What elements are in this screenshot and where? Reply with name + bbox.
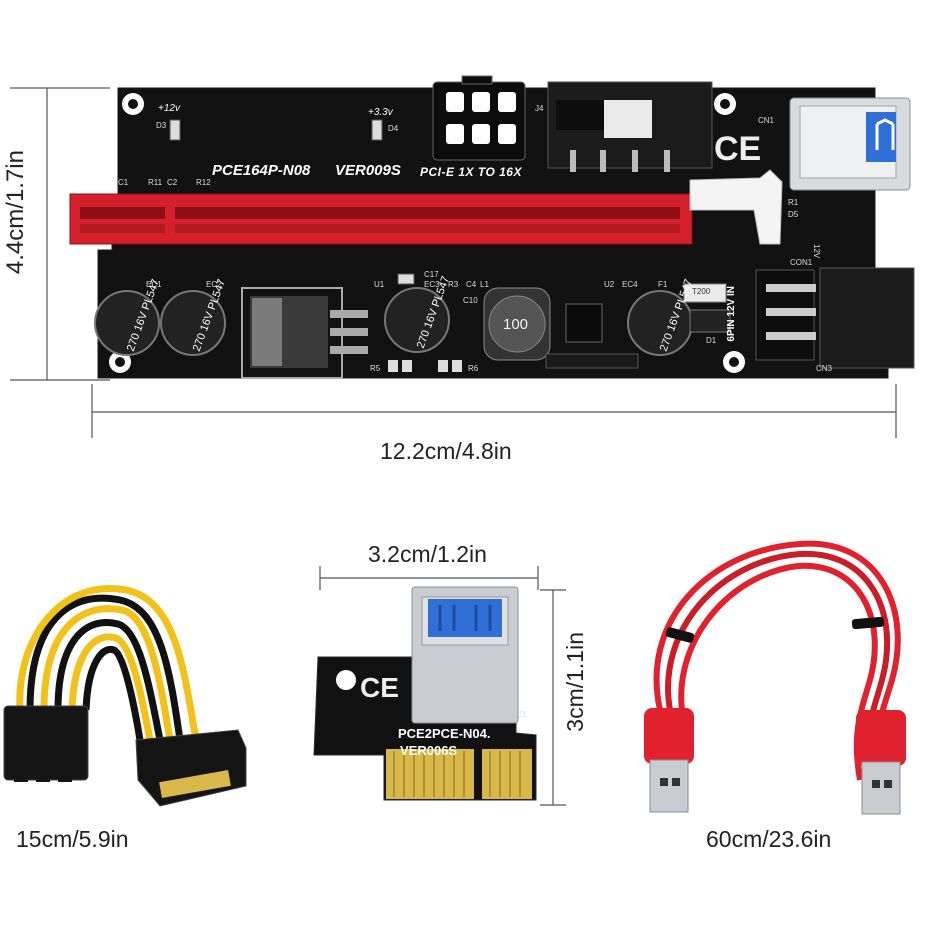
silkscreen-label: EC1 xyxy=(146,280,162,289)
board-width-label: 12.2cm/4.8in xyxy=(380,438,512,464)
silkscreen-label: C10 xyxy=(463,296,478,305)
silkscreen-label: CON1 xyxy=(790,258,813,267)
silkscreen-label: R6 xyxy=(468,364,479,373)
usb-cable-length-label: 60cm/23.6in xyxy=(706,826,832,852)
pcie-label: PCI-E 1X TO 16X xyxy=(420,165,522,179)
svg-text:CE: CE xyxy=(714,130,761,168)
adapter-width-label: 3.2cm/1.2in xyxy=(368,541,487,567)
riser-version-label: VER009S xyxy=(335,162,401,179)
adapter-version-label: VER006S xyxy=(400,743,458,758)
silkscreen-label: 12V xyxy=(812,244,821,259)
power-in-label: 6PIN 12V IN xyxy=(726,286,737,342)
riser-model-label: PCE164P-N08 xyxy=(212,162,311,179)
silkscreen-label: EC4 xyxy=(622,280,638,289)
silkscreen-label: EC3 xyxy=(424,280,440,289)
silkscreen-label: D1 xyxy=(706,336,717,345)
silkscreen-label: L1 xyxy=(480,280,489,289)
power-cable-length-label: 15cm/5.9in xyxy=(16,826,129,852)
silkscreen-label: D3 xyxy=(156,121,167,130)
pcie-x1-adapter: CE xyxy=(313,586,537,801)
silkscreen-label: R11 xyxy=(148,178,163,187)
silkscreen-label: D5 xyxy=(788,210,799,219)
silkscreen-label: C4 xyxy=(466,280,477,289)
silkscreen-label: EC2 xyxy=(206,280,222,289)
silkscreen-label: R5 xyxy=(370,364,381,373)
silkscreen-label: U1 xyxy=(374,280,385,289)
silkscreen-label: D4 xyxy=(388,124,399,133)
silkscreen-label: CN1 xyxy=(758,116,775,125)
silkscreen-label: F1 xyxy=(658,280,668,289)
silkscreen-label: CN3 xyxy=(816,364,833,373)
silkscreen-label: U2 xyxy=(604,280,615,289)
riser-board: CE xyxy=(69,75,915,379)
svg-text:CE: CE xyxy=(360,672,399,703)
adapter-model-label: PCE2PCE-N04. xyxy=(398,726,491,741)
silkscreen-label: R3 xyxy=(448,280,459,289)
inductor-label: 100 xyxy=(503,316,529,333)
fuse-label: T200 xyxy=(692,287,711,296)
silkscreen-label: C2 xyxy=(167,178,178,187)
silkscreen-label: R1 xyxy=(788,198,799,207)
silkscreen-label: C17 xyxy=(424,270,439,279)
silkscreen-label: C1 xyxy=(118,178,129,187)
led-33v-label: +3.3v xyxy=(368,107,393,118)
usb-cable xyxy=(644,540,906,815)
silkscreen-label: J1 xyxy=(518,710,527,719)
silkscreen-label: R12 xyxy=(196,178,211,187)
silkscreen-label: J4 xyxy=(535,104,544,113)
adapter-height-label: 3cm/1.1in xyxy=(562,632,588,732)
led-12v-label: +12v xyxy=(158,103,180,114)
power-cable xyxy=(3,585,247,807)
